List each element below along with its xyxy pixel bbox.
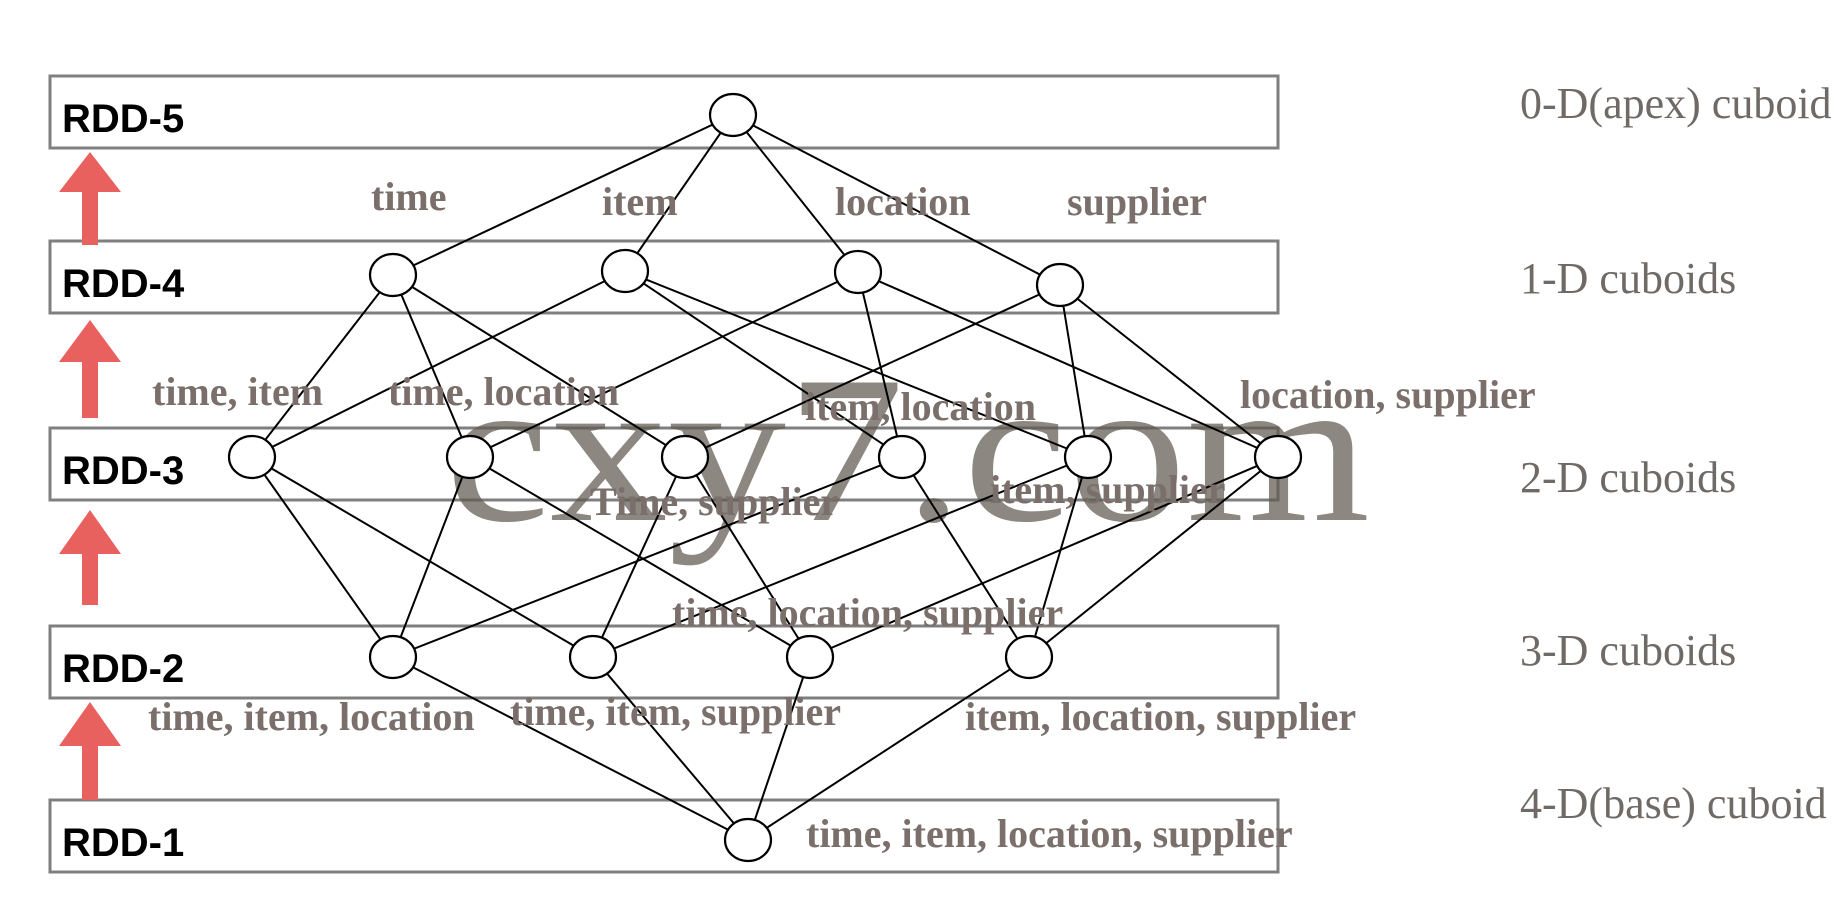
node-supplier [1035,262,1085,308]
edge-location-to-time-location [469,271,859,458]
node-location-supplier [1253,434,1303,480]
node-time-supplier [660,434,710,480]
level-label-3d: 3-D cuboids [1520,626,1736,675]
edge-time-location-supplier-to-base [747,656,811,841]
node-time-item-supplier [568,634,618,680]
node-apex [708,92,758,138]
edge-item-supplier-to-time-item-supplier [592,456,1089,658]
edge-time-to-time-location [392,274,471,458]
node-label-time: time [371,174,447,219]
node-label-time-location: time, location [388,369,619,414]
edge-supplier-to-time-supplier [684,284,1061,458]
node-label-time-item: time, item [152,369,323,414]
node-labels: time item location supplier time, item t… [148,174,1536,856]
edge-time-to-time-supplier [392,274,686,458]
up-arrow-icon [59,320,121,418]
edge-item-location-to-time-item-location [392,456,903,658]
node-label-time-item-supplier: time, item, supplier [510,689,841,734]
node-label-item-location: item, location [805,384,1036,429]
node-time-item-location [368,634,418,680]
node-label-item: item [602,179,678,224]
node-label-time-location-supplier: time, location, supplier [672,590,1063,635]
edge-item-location-to-item-location-supplier [901,456,1030,658]
edge-time-item-location-to-base [392,656,749,841]
node-item-supplier [1063,434,1113,480]
node-time-location-supplier [785,634,835,680]
rdd-label-3: RDD-3 [62,449,184,493]
node-location [833,249,883,295]
node-label-item-location-supplier: item, location, supplier [965,694,1356,739]
level-label-2d: 2-D cuboids [1520,453,1736,502]
lattice-nodes [227,92,1303,863]
edge-supplier-to-item-supplier [1059,284,1089,458]
edge-apex-to-supplier [732,114,1061,286]
edge-apex-to-time [392,114,734,276]
up-arrow-icon [59,510,121,605]
rdd-label-5: RDD-5 [62,97,184,141]
node-base [723,817,773,863]
rdd-arrows [59,152,121,800]
node-label-time-supplier: Time, supplier [590,479,838,524]
node-item-location-supplier [1004,634,1054,680]
level-labels: 0-D(apex) cuboid 1-D cuboids 2-D cuboids… [1520,79,1832,828]
edge-time-item-supplier-to-base [592,656,749,841]
edge-supplier-to-location-supplier [1059,284,1279,458]
node-item-location [877,434,927,480]
rdd-label-2: RDD-2 [62,647,184,691]
node-label-location-supplier: location, supplier [1240,372,1536,417]
node-label-item-supplier: item, supplier [990,467,1226,512]
edge-time-to-time-item [251,274,394,458]
rdd-label-1: RDD-1 [62,821,184,865]
edge-location-supplier-to-time-location-supplier [809,456,1279,658]
level-label-1d: 1-D cuboids [1520,254,1736,303]
lattice-edges [251,114,1279,841]
edge-location-to-location-supplier [857,271,1279,458]
rdd-labels: RDD-5 RDD-4 RDD-3 RDD-2 RDD-1 [62,97,185,865]
edge-item-to-item-location [624,270,903,458]
node-label-supplier: supplier [1067,179,1207,224]
rdd-band-4 [48,239,1280,315]
level-label-0d: 0-D(apex) cuboid [1520,79,1832,128]
rdd-band-2 [48,624,1280,700]
edge-apex-to-location [732,114,859,273]
edge-item-to-time-item [251,270,626,458]
edge-time-supplier-to-time-item-supplier [592,456,686,658]
rdd-label-4: RDD-4 [62,262,185,306]
node-time-item [227,434,277,480]
node-time-location [445,434,495,480]
edge-item-to-item-supplier [624,270,1089,458]
node-label-base: time, item, location, supplier [806,811,1293,856]
up-arrow-icon [59,152,121,245]
edge-apex-to-item [624,114,734,272]
edge-time-location-to-time-item-location [392,456,471,658]
edge-time-supplier-to-time-location-supplier [684,456,811,658]
rdd-band-1 [48,798,1280,874]
node-label-time-item-location: time, item, location [148,694,475,739]
rdd-band-5 [48,74,1280,150]
edge-time-item-to-time-item-location [251,456,394,658]
edge-item-supplier-to-item-location-supplier [1028,456,1089,658]
edge-time-item-to-time-item-supplier [251,456,594,658]
node-item [600,248,650,294]
node-time [368,252,418,298]
level-label-4d: 4-D(base) cuboid [1520,779,1827,828]
edge-location-to-item-location [857,271,903,458]
edge-item-location-supplier-to-base [747,656,1030,841]
up-arrow-icon [59,702,121,800]
node-label-location: location [835,179,971,224]
edge-location-supplier-to-item-location-supplier [1028,456,1279,658]
